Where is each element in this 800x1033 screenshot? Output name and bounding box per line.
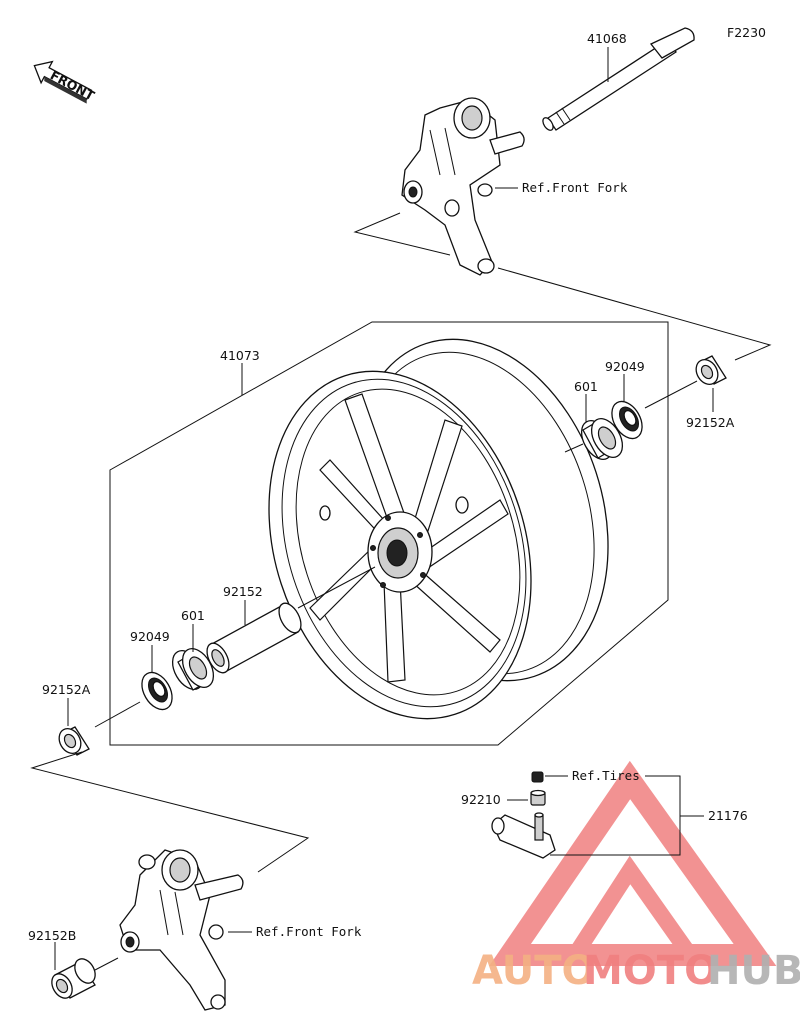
label-seal-left: 92049 (130, 629, 170, 644)
spacer-part (206, 602, 302, 674)
front-fork-left-part (119, 849, 244, 1011)
label-wheel: 41073 (220, 348, 260, 363)
watermark-triangle (489, 760, 777, 966)
collar-b-part (51, 958, 96, 999)
axle-part (542, 27, 695, 131)
label-ref-front-fork-top: Ref.Front Fork (522, 180, 628, 195)
label-valve-cap: 92210 (461, 792, 501, 807)
label-collar-left: 92152A (42, 682, 91, 697)
front-fork-right-part (401, 97, 525, 276)
label-bearing-right: 601 (574, 379, 598, 394)
label-valve: 21176 (708, 808, 748, 823)
watermark-text: AUTO MOTO HUB (472, 948, 800, 994)
label-bearing-left: 601 (181, 608, 205, 623)
seal-left-part (141, 671, 173, 711)
label-ref-front-fork-bottom: Ref.Front Fork (256, 924, 362, 939)
watermark-text-auto: AUTO (472, 948, 596, 994)
bearing-right-part (580, 418, 624, 460)
watermark-inner-mark (568, 855, 697, 960)
wheel-part (268, 338, 609, 720)
label-seal-right: 92049 (605, 359, 645, 374)
collar-right-part (695, 355, 727, 385)
seal-right-part (611, 400, 643, 440)
valve-cap-part (531, 771, 544, 783)
watermark-text-moto: MOTO (583, 948, 718, 994)
front-direction-icon: FRONT (33, 60, 98, 104)
valve-core-part (530, 789, 546, 806)
bearing-left-part (171, 648, 215, 691)
wheel-frame-outline (109, 321, 669, 746)
label-spacer: 92152 (223, 584, 263, 599)
label-collar-right: 92152A (686, 415, 735, 430)
figure-code: F2230 (727, 25, 766, 40)
valve-part (491, 812, 556, 859)
label-axle: 41068 (587, 31, 627, 46)
collar-left-part (58, 726, 90, 756)
label-ref-tires: Ref.Tires (572, 768, 640, 783)
watermark-text-hub: HUB (707, 948, 800, 994)
label-collar-b: 92152B (28, 928, 76, 943)
watermark-logo (489, 760, 777, 966)
